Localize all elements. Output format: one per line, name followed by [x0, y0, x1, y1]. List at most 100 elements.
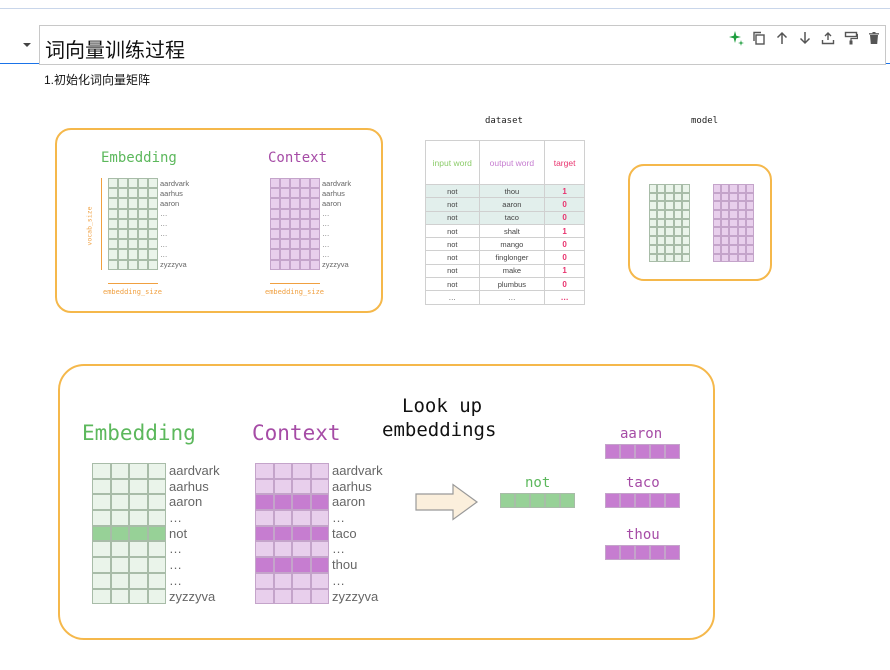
matrix-cell — [310, 228, 320, 240]
matrix-cell — [108, 259, 118, 270]
matrix-cell — [721, 210, 730, 219]
dataset-target-cell: 1 — [544, 223, 585, 239]
matrix-cell — [280, 249, 290, 260]
matrix-cell — [110, 525, 129, 542]
matrix-cell — [310, 239, 320, 250]
vocab-word: … — [322, 219, 330, 229]
dataset-cell: … — [425, 290, 480, 305]
matrix-cell — [290, 208, 300, 219]
vocab-word: aardvark — [169, 463, 220, 478]
matrix-cell — [657, 253, 666, 263]
matrix-cell — [681, 201, 690, 211]
matrix-cell — [280, 198, 290, 209]
matrix-cell — [649, 227, 658, 237]
vocab-word: aardvark — [322, 179, 352, 188]
lookup-caption-line2: embeddings — [382, 419, 497, 441]
matrix-cell — [273, 525, 292, 542]
matrix-cell — [110, 541, 129, 558]
matrix-cell — [713, 201, 722, 211]
matrix-cell — [108, 239, 118, 250]
vocab-word: aarhus — [169, 478, 209, 494]
matrix-cell — [280, 228, 290, 240]
matrix-cell — [129, 525, 148, 542]
copy-icon[interactable] — [750, 29, 767, 46]
matrix-cell — [681, 184, 690, 193]
dataset-cell: thou — [478, 183, 546, 199]
matrix-cell — [560, 493, 575, 508]
matrix-cell — [310, 478, 329, 495]
matrix-cell — [500, 493, 515, 508]
matrix-cell — [290, 259, 300, 270]
dataset-target-cell: … — [544, 290, 585, 305]
matrix-cell — [92, 478, 111, 495]
matrix-cell — [657, 210, 666, 219]
matrix-cell — [129, 478, 148, 495]
section-subtitle: 1.初始化词向量矩阵 — [44, 73, 151, 87]
output-word-label: taco — [626, 475, 660, 491]
matrix-cell — [147, 478, 166, 495]
trash-icon[interactable] — [865, 29, 882, 46]
collapse-toggle-icon[interactable] — [20, 38, 34, 52]
matrix-cell — [280, 208, 290, 219]
vocab-word: … — [160, 229, 168, 239]
vocab-word: … — [169, 572, 182, 588]
matrix-cell — [737, 253, 746, 263]
dataset-cell: taco — [478, 210, 546, 225]
matrix-cell — [108, 178, 118, 189]
arrow-down-icon[interactable] — [796, 29, 813, 46]
matrix-cell — [92, 510, 111, 526]
matrix-cell — [729, 244, 738, 254]
vocab-word: … — [160, 249, 168, 259]
matrix-cell — [673, 192, 682, 202]
vocab-word: zyzzyva — [169, 588, 216, 604]
matrix-cell — [310, 463, 329, 479]
matrix-cell — [270, 178, 280, 189]
matrix-cell — [148, 249, 158, 260]
matrix-cell — [290, 198, 300, 209]
lookup-caption-line1: Look up — [402, 395, 483, 417]
cell-heading-editor[interactable]: 词向量训练过程 — [39, 25, 886, 65]
matrix-cell — [280, 259, 290, 270]
matrix-cell — [138, 188, 148, 199]
dataset-cell: aaron — [478, 197, 546, 212]
matrix-cell — [292, 525, 311, 542]
matrix-cell — [310, 188, 320, 199]
vocab-word: not — [169, 525, 188, 541]
matrix-cell — [290, 178, 300, 189]
matrix-cell — [129, 588, 148, 605]
output-word-label: aaron — [620, 426, 663, 442]
matrix-cell — [650, 444, 665, 459]
matrix-cell — [745, 184, 754, 193]
matrix-cell — [650, 493, 665, 508]
matrix-cell — [292, 588, 311, 605]
matrix-cell — [649, 184, 658, 193]
matrix-cell — [255, 478, 274, 495]
matrix-cell — [270, 188, 280, 199]
vocab-word: … — [169, 541, 182, 557]
dataset-target-cell: 0 — [544, 210, 585, 225]
matrix-cell — [118, 188, 128, 199]
upload-icon[interactable] — [819, 29, 836, 46]
vocab-word: … — [160, 209, 168, 219]
sparkle-icon[interactable] — [727, 29, 744, 46]
matrix-cell — [108, 218, 118, 229]
matrix-cell — [310, 510, 329, 526]
format-icon[interactable] — [842, 29, 859, 46]
vocab-word: … — [160, 239, 168, 249]
matrix-cell — [681, 210, 690, 219]
matrix-cell — [270, 228, 280, 240]
markdown-cell-header: 词向量训练过程 — [0, 9, 890, 65]
matrix-cell — [737, 201, 746, 211]
matrix-cell — [620, 545, 635, 560]
matrix-cell — [673, 184, 682, 193]
arrow-up-icon[interactable] — [773, 29, 790, 46]
matrix-cell — [657, 218, 666, 228]
matrix-cell — [745, 253, 754, 263]
matrix-cell — [138, 208, 148, 219]
matrix-cell — [273, 494, 292, 511]
matrix-cell — [737, 227, 746, 237]
